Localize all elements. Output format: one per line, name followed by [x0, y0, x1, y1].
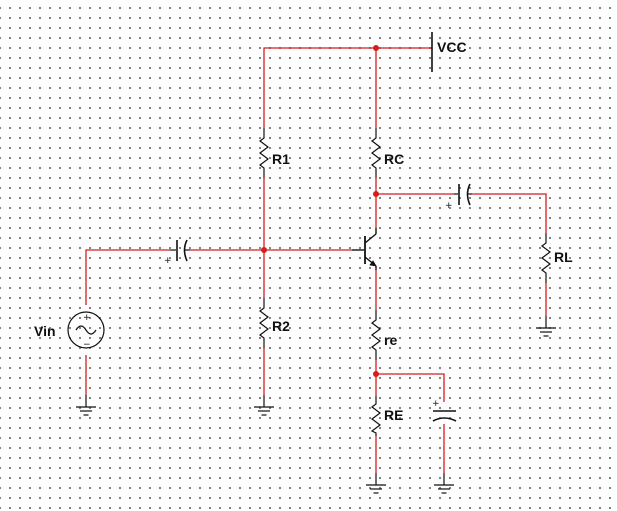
resistor-re-big[interactable]: [370, 396, 381, 436]
ground-rl-icon: [535, 315, 557, 337]
re-small-label: re: [384, 332, 397, 348]
ground-re-icon: [365, 472, 387, 494]
r2-label: R2: [272, 318, 290, 334]
node-emitter: [373, 371, 379, 377]
resistor-rl[interactable]: [541, 233, 551, 283]
r1-label: R1: [272, 151, 290, 167]
node-base: [261, 247, 267, 253]
ground-ce-icon: [433, 472, 455, 494]
vin-label: Vin: [34, 323, 56, 339]
resistor-rc[interactable]: [371, 128, 381, 178]
node-vcc: [373, 45, 379, 51]
ac-voltage-source[interactable]: [67, 311, 105, 349]
rc-label: RC: [384, 151, 404, 167]
wires: [85, 47, 547, 473]
rl-label: RL: [554, 249, 573, 265]
cout-plus: +: [445, 201, 453, 211]
wire-cout-rl: [472, 193, 547, 233]
vin-plus: +: [83, 313, 91, 323]
wire-vin-cin: [85, 249, 170, 305]
wire-node-ce: [376, 373, 445, 402]
capacitor-output[interactable]: [454, 183, 472, 206]
re-big-label: RE: [384, 407, 403, 423]
vcc-label: VCC: [437, 39, 467, 55]
resistor-r2[interactable]: [259, 298, 269, 348]
npn-transistor[interactable]: [352, 228, 377, 270]
resistor-r1[interactable]: [259, 128, 269, 178]
ce-plus: +: [432, 399, 440, 409]
capacitor-input[interactable]: [170, 239, 190, 262]
capacitor-bypass[interactable]: [432, 410, 457, 422]
junctions: [261, 45, 379, 377]
node-collector: [373, 191, 379, 197]
ground-vin-icon: [75, 394, 97, 416]
ground-r2-icon: [253, 394, 275, 416]
resistor-re-small[interactable]: [371, 310, 381, 360]
wire-vcc-rail: [263, 47, 432, 128]
vcc-supply[interactable]: VCC: [431, 32, 467, 72]
vin-minus: −: [83, 340, 91, 350]
cin-plus: +: [164, 256, 172, 266]
